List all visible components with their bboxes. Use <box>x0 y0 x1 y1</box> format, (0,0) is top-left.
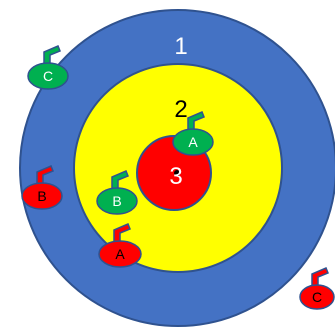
ring-label-1: 1 <box>174 33 187 60</box>
red-stone-b: B <box>21 165 63 210</box>
red-stone-a-label: A <box>115 246 125 262</box>
green-stone-a-label: A <box>188 134 198 150</box>
center-dot <box>174 170 180 176</box>
red-stone-b-label: B <box>37 188 46 204</box>
red-stone-c: C <box>299 267 335 310</box>
red-stone-c-label: C <box>312 289 322 305</box>
green-stone-a: A <box>172 111 214 156</box>
green-stone-c-label: C <box>43 68 53 84</box>
green-stone-b-label: B <box>112 193 121 209</box>
ring-label-3: 3 <box>169 163 182 190</box>
ring-label-2: 2 <box>174 96 187 123</box>
green-stone-b: B <box>96 170 138 215</box>
red-stone-a: A <box>98 223 142 268</box>
green-stone-c: C <box>27 45 69 90</box>
